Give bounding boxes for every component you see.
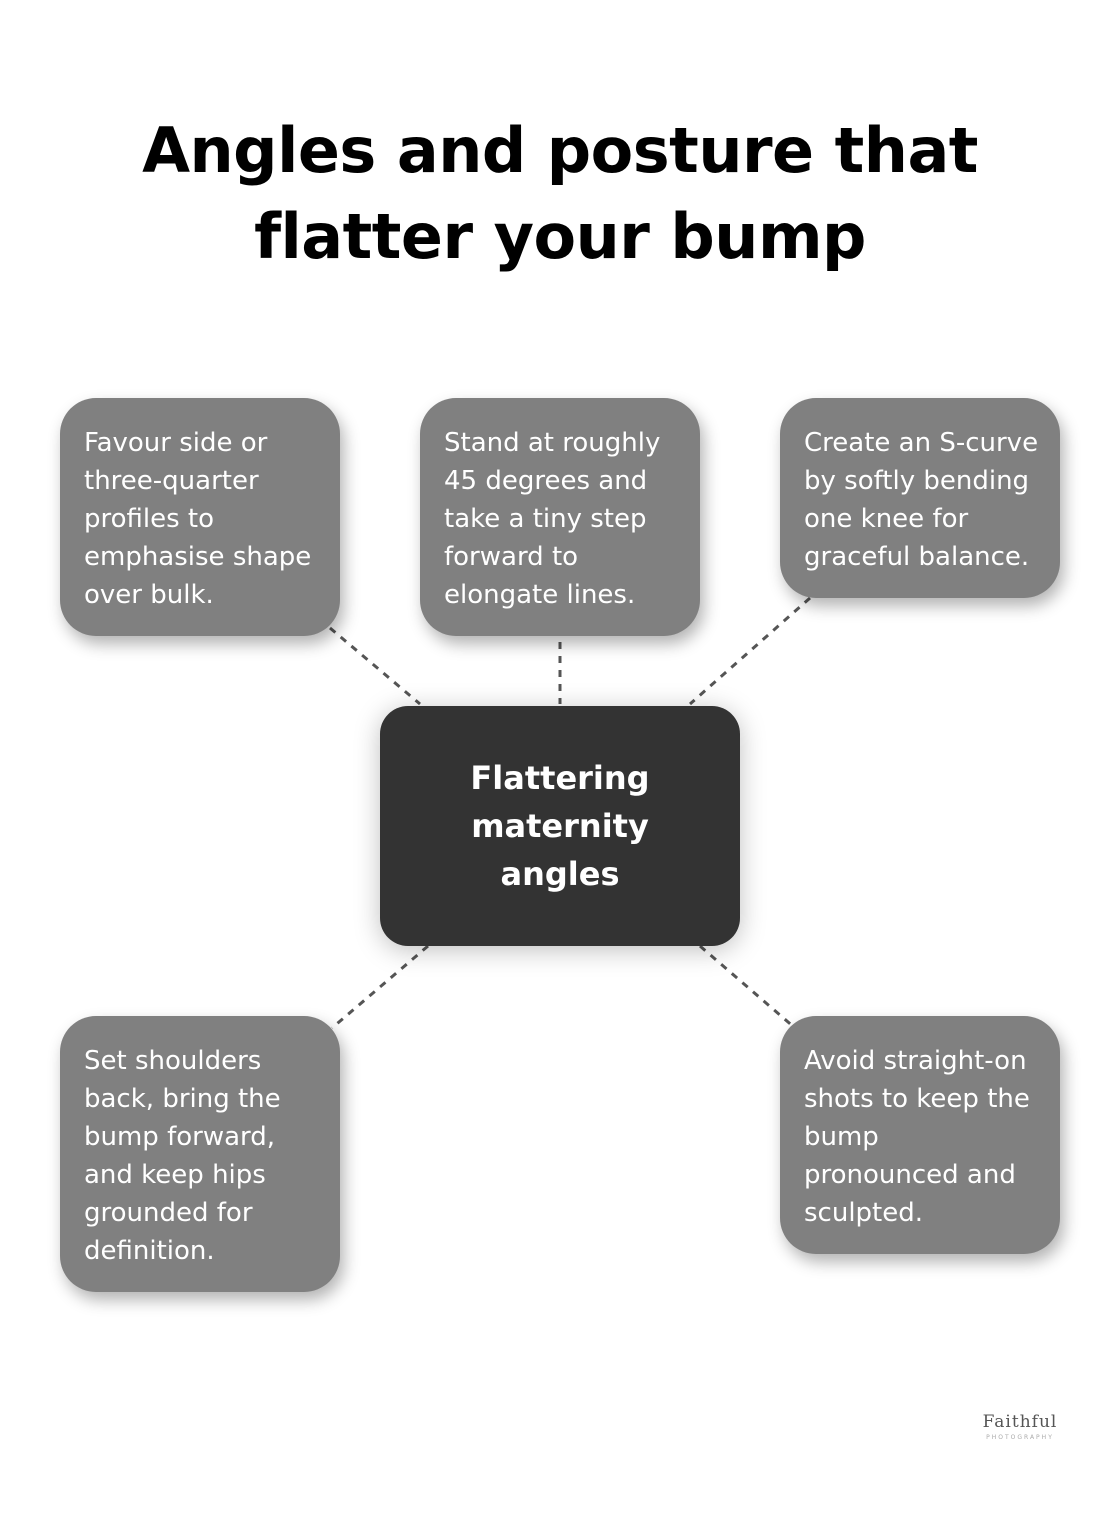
brand-logo-name: Faithful	[982, 1412, 1058, 1432]
brand-logo-tagline: PHOTOGRAPHY	[986, 1434, 1054, 1441]
tip-node-text: Set shoulders back, bring the bump forwa…	[84, 1046, 281, 1266]
tip-node-text: Stand at roughly 45 degrees and take a t…	[444, 428, 661, 610]
tip-node-45-degrees: Stand at roughly 45 degrees and take a t…	[420, 398, 700, 636]
connector-line	[689, 596, 811, 706]
center-node: Flattering maternity angles	[380, 706, 740, 946]
center-node-label: Flattering maternity angles	[470, 759, 650, 893]
tip-node-side-profiles: Favour side or three-quarter profiles to…	[60, 398, 340, 636]
tip-node-s-curve: Create an S-curve by softly bending one …	[780, 398, 1060, 598]
tip-node-avoid-straight-on: Avoid straight-on shots to keep the bump…	[780, 1016, 1060, 1254]
tip-node-text: Create an S-curve by softly bending one …	[804, 428, 1039, 572]
tip-node-text: Avoid straight-on shots to keep the bump…	[804, 1046, 1030, 1228]
connector-line	[699, 944, 796, 1030]
tip-node-shoulders-back: Set shoulders back, bring the bump forwa…	[60, 1016, 340, 1292]
tip-node-text: Favour side or three-quarter profiles to…	[84, 428, 312, 610]
page-title: Angles and posture that flatter your bum…	[142, 114, 978, 273]
connector-line	[329, 626, 421, 706]
brand-logo: Faithful PHOTOGRAPHY	[960, 1412, 1080, 1441]
connector-line	[331, 944, 429, 1030]
